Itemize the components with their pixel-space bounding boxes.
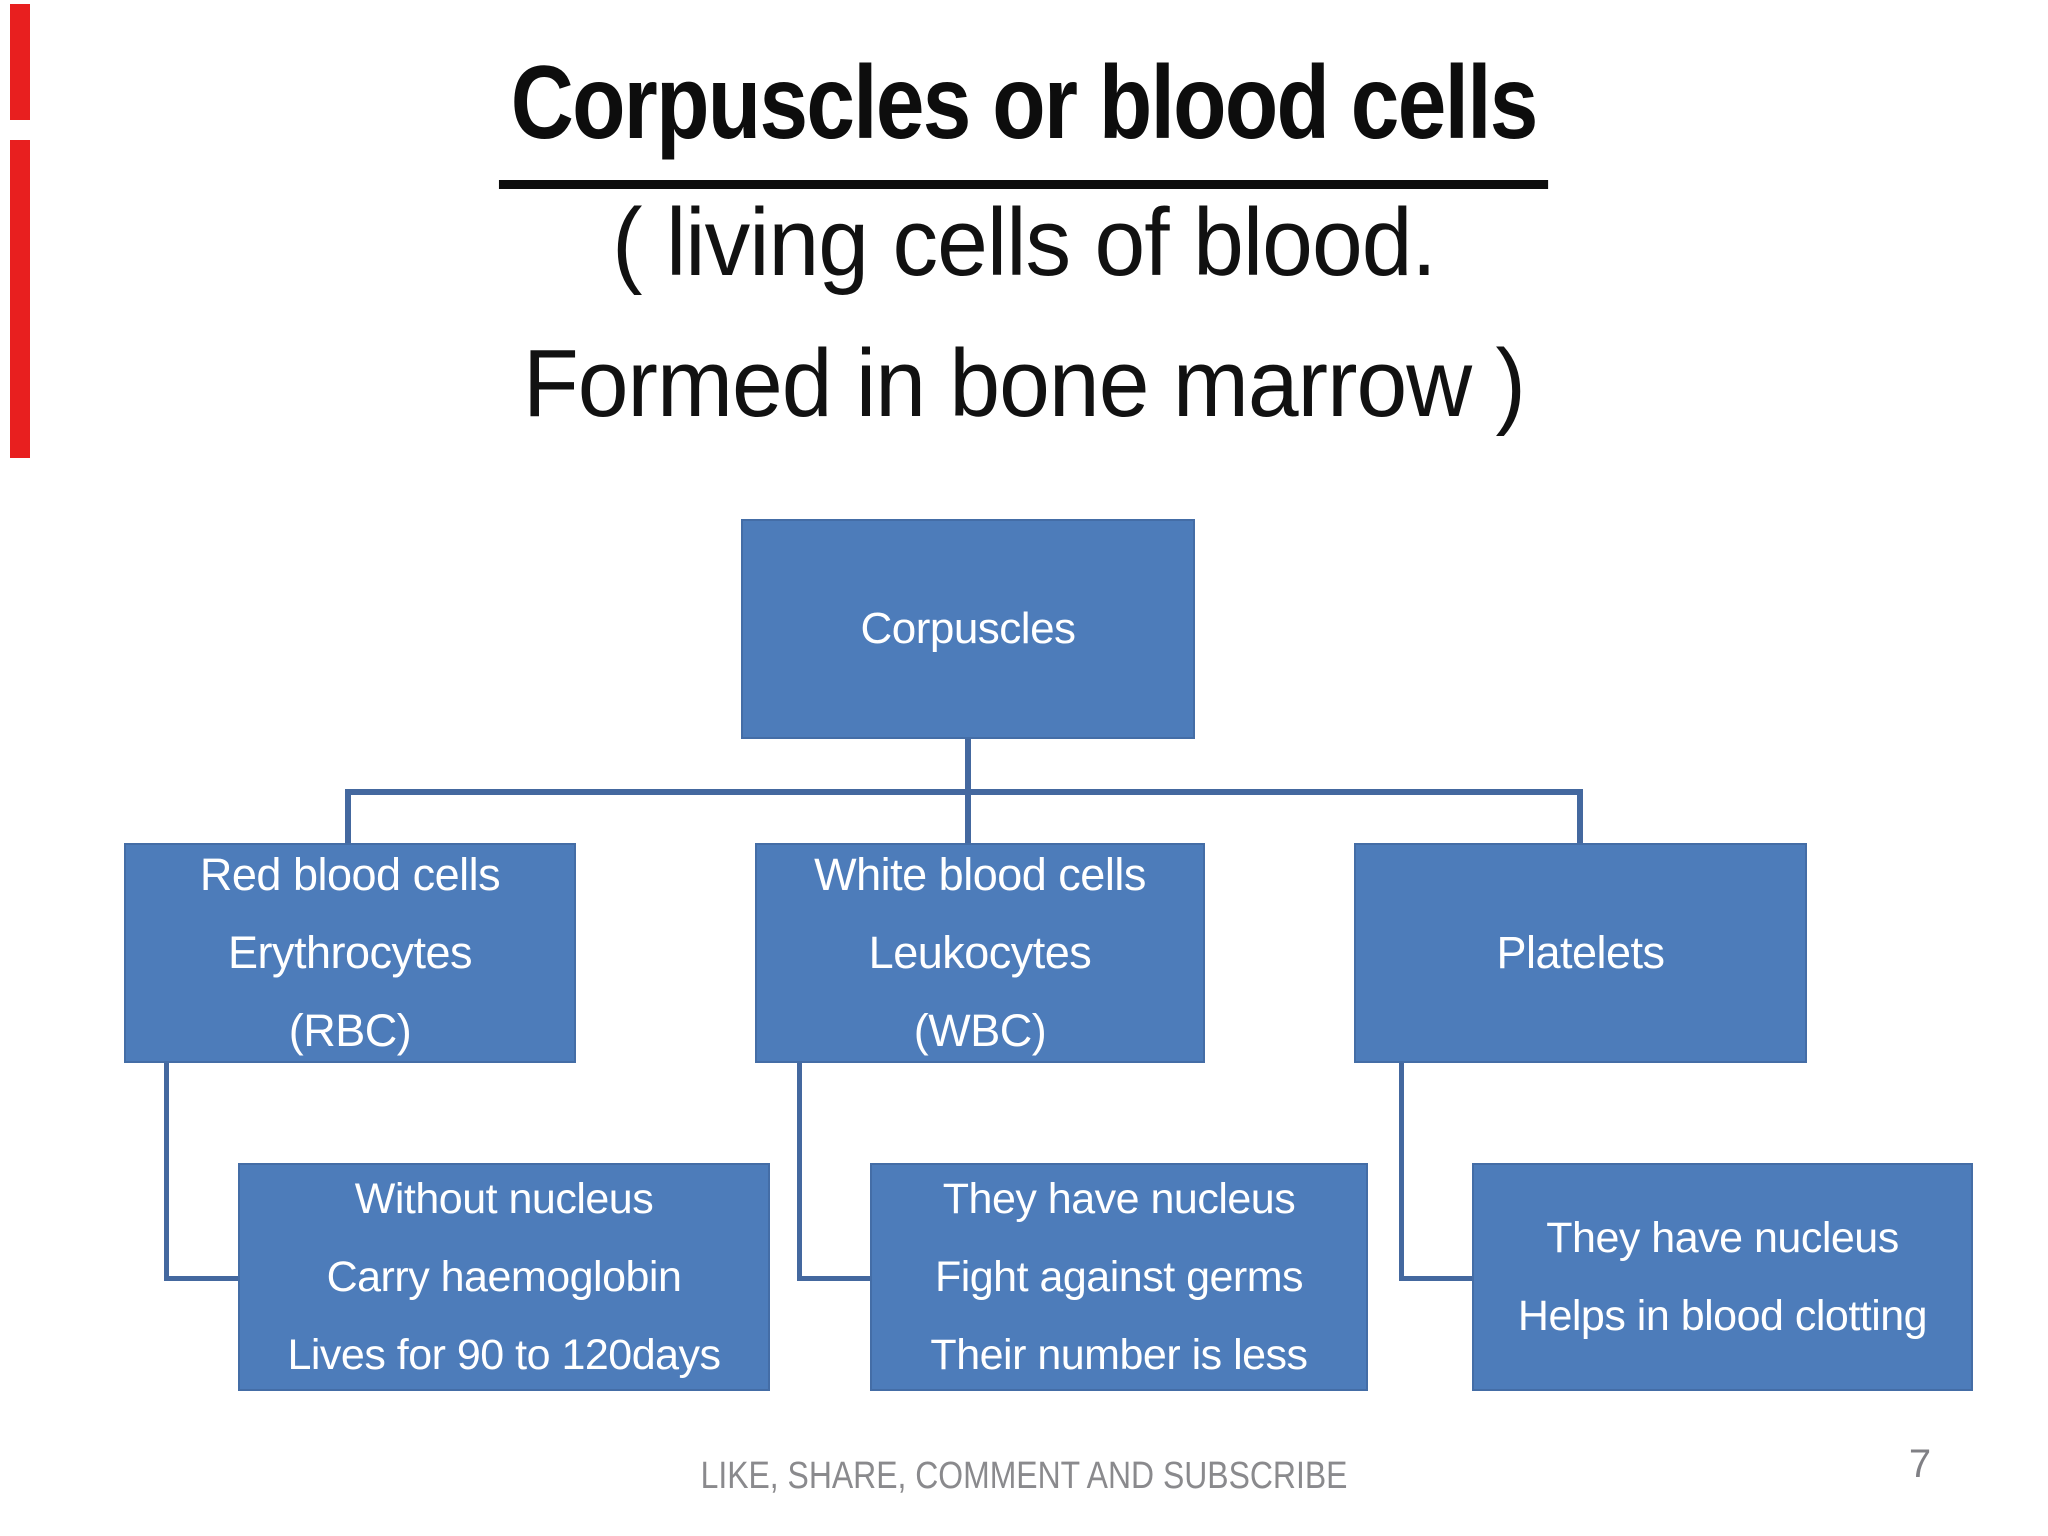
elbow-horizontal-rbc — [164, 1276, 238, 1281]
node-corpuscles-label: Corpuscles — [860, 604, 1076, 653]
node-platelets-label: Platelets — [1496, 927, 1665, 978]
node-red-blood-cells: Red blood cells Erythrocytes (RBC) — [124, 843, 576, 1063]
node-platelets-details: They have nucleus Helps in blood clottin… — [1472, 1163, 1973, 1391]
slide-header: Corpuscles or blood cells — [0, 28, 2048, 189]
node-rbc-details: Without nucleus Carry haemoglobin Lives … — [238, 1163, 770, 1391]
node-line: Leukocytes — [868, 927, 1092, 978]
node-line: (WBC) — [913, 1005, 1047, 1056]
connector-stub-wbc — [965, 789, 971, 843]
node-line: They have nucleus — [1546, 1214, 1899, 1262]
footer-text-wrap: LIKE, SHARE, COMMENT AND SUBSCRIBE — [0, 1452, 2048, 1500]
node-line: Without nucleus — [354, 1175, 654, 1223]
node-line: Lives for 90 to 120days — [287, 1331, 721, 1379]
connector-stub-rbc — [345, 789, 351, 843]
slide-title: Corpuscles or blood cells — [499, 28, 1549, 189]
node-corpuscles: Corpuscles — [741, 519, 1195, 739]
node-platelets: Platelets — [1354, 843, 1807, 1063]
connector-root-trunk — [965, 739, 971, 795]
connector-stub-platelets — [1577, 789, 1583, 843]
elbow-vertical-rbc — [164, 1063, 169, 1281]
node-line: They have nucleus — [942, 1175, 1296, 1223]
page-number: 7 — [1908, 1442, 1932, 1486]
left-edge-marker-bottom — [10, 140, 30, 458]
left-edge-marker-top — [10, 4, 30, 120]
node-wbc-details: They have nucleus Fight against germs Th… — [870, 1163, 1368, 1391]
footer-text: LIKE, SHARE, COMMENT AND SUBSCRIBE — [700, 1455, 1348, 1497]
node-line: (RBC) — [288, 1005, 412, 1056]
connector-horizontal-bar — [345, 789, 1583, 795]
elbow-vertical-platelets — [1399, 1063, 1404, 1281]
node-line: Helps in blood clotting — [1517, 1292, 1928, 1340]
elbow-horizontal-platelets — [1399, 1276, 1472, 1281]
subtitle-line-1: ( living cells of blood. — [612, 189, 1437, 296]
node-line: Fight against germs — [934, 1253, 1304, 1301]
node-line: Erythrocytes — [227, 927, 473, 978]
subtitle-line-2: Formed in bone marrow ) — [523, 330, 1526, 437]
node-line: Carry haemoglobin — [326, 1253, 682, 1301]
node-line: Their number is less — [930, 1331, 1308, 1379]
slide-subtitle: ( living cells of blood. Formed in bone … — [0, 172, 2048, 454]
node-line: Red blood cells — [199, 849, 501, 900]
elbow-horizontal-wbc — [797, 1276, 870, 1281]
node-line: White blood cells — [814, 849, 1146, 900]
node-white-blood-cells: White blood cells Leukocytes (WBC) — [755, 843, 1205, 1063]
elbow-vertical-wbc — [797, 1063, 802, 1281]
